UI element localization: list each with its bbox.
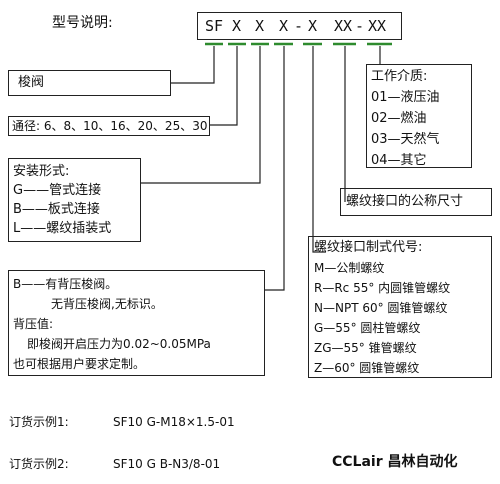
install-header: 安装形式:	[13, 164, 70, 179]
connector-diameter	[210, 46, 238, 126]
install-item: B——板式连接	[13, 202, 100, 217]
code-prefix: SF	[205, 17, 224, 35]
install-box: 安装形式: G——管式连接 B——板式连接 L——螺纹插装式	[8, 158, 141, 242]
medium-item: 04—其它	[371, 153, 427, 168]
back-pressure-with: B——有背压梭阀。	[13, 277, 118, 291]
back-pressure-without: 无背压梭阀,无标识。	[51, 297, 163, 311]
thread-standard-item: N—NPT 60° 圆锥管螺纹	[314, 301, 448, 315]
medium-box: 工作介质: 01—液压油 02—燃油 03—天然气 04—其它	[366, 64, 472, 168]
diameter-box: 通径: 6、8、10、16、20、25、30	[8, 116, 210, 136]
brand-label: CCLair 昌林自动化	[332, 454, 458, 470]
connector-install	[141, 46, 261, 184]
back-pressure-custom: 也可根据用户要求定制。	[13, 357, 146, 371]
thread-standard-item: R—Rc 55° 内圆锥管螺纹	[314, 281, 451, 295]
thread-standard-header: 螺纹接口制式代号:	[314, 240, 423, 255]
back-pressure-value-label: 背压值:	[13, 317, 54, 331]
code-dash2: -	[355, 17, 365, 35]
example-1-code: SF10 G-M18×1.5-01	[113, 415, 235, 429]
code-pos4: X	[308, 17, 318, 35]
connector-thread-standard	[312, 46, 326, 253]
code-pos6: XX	[368, 17, 387, 35]
connector-back-pressure	[265, 46, 285, 291]
example-2-label: 订货示例2:	[9, 457, 69, 471]
example-2-code: SF10 G B-N3/8-01	[113, 457, 221, 471]
install-item: G——管式连接	[13, 183, 102, 198]
medium-item: 03—天然气	[371, 132, 440, 147]
code-pos5: XX	[334, 17, 353, 35]
back-pressure-box: B——有背压梭阀。 无背压梭阀,无标识。 背压值: 即梭阀开启压力为0.02~0…	[8, 270, 265, 376]
thread-standard-item: G—55° 圆柱管螺纹	[314, 321, 421, 335]
valve-type-box: 梭阀	[8, 70, 171, 96]
thread-size-box: 螺纹接口的公称尺寸	[340, 188, 492, 216]
medium-header: 工作介质:	[371, 69, 428, 84]
valve-type-label: 梭阀	[18, 75, 45, 90]
code-pos1: X	[232, 17, 242, 35]
page-title: 型号说明:	[52, 15, 113, 31]
diameter-label: 通径: 6、8、10、16、20、25、30	[12, 119, 208, 133]
thread-standard-item: ZG—55° 锥管螺纹	[314, 341, 417, 355]
medium-item: 01—液压油	[371, 90, 440, 105]
thread-standard-item: Z—60° 圆锥管螺纹	[314, 361, 420, 375]
model-code: SF X X X - X XX - XX	[197, 12, 402, 40]
connector-valve-type	[171, 46, 215, 84]
back-pressure-value: 即梭阀开启压力为0.02~0.05MPa	[27, 337, 211, 351]
thread-size-label: 螺纹接口的公称尺寸	[346, 194, 464, 209]
code-pos3: X	[279, 17, 289, 35]
code-dash1: -	[294, 17, 304, 35]
medium-item: 02—燃油	[371, 111, 427, 126]
example-1-label: 订货示例1:	[9, 415, 69, 429]
thread-standard-box: 螺纹接口制式代号: M—公制螺纹 R—Rc 55° 内圆锥管螺纹 N—NPT 6…	[308, 236, 492, 378]
code-pos2: X	[255, 17, 265, 35]
install-item: L——螺纹插装式	[13, 221, 112, 236]
thread-standard-item: M—公制螺纹	[314, 261, 385, 275]
